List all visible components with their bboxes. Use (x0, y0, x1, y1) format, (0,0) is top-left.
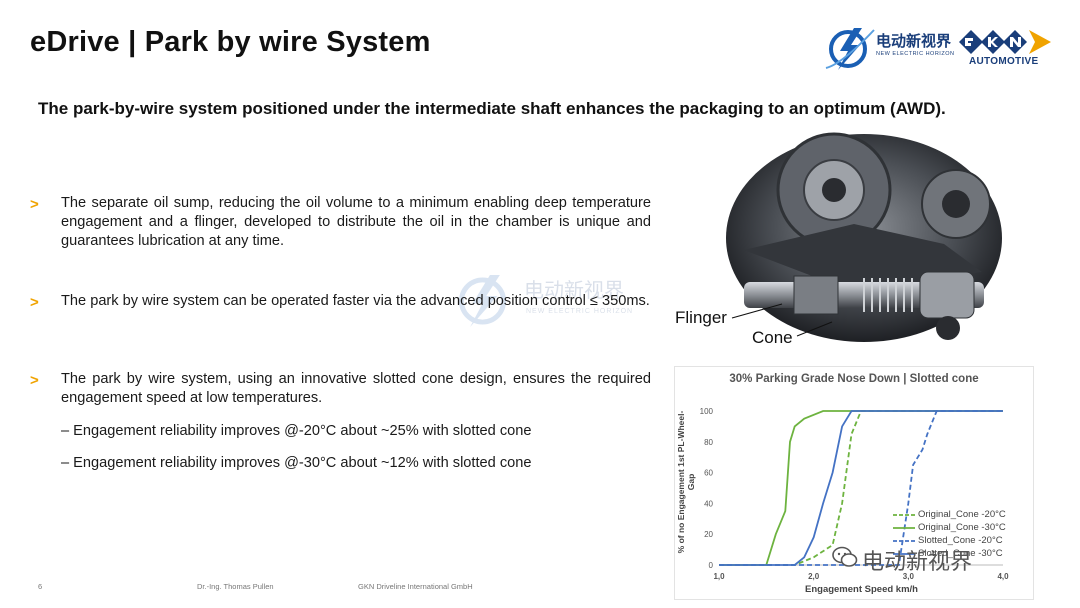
legend-label: Slotted_Cone -20°C (918, 535, 1003, 546)
legend-swatch (893, 526, 915, 529)
legend-label: Original_Cone -20°C (918, 509, 1006, 520)
lightning-logo-icon (825, 28, 875, 70)
brand-cn-name: 电动新视界 (876, 33, 952, 50)
chart-xtick-label: 1,0 (713, 572, 725, 581)
legend-entry: Original_Cone -30°C (893, 521, 1006, 534)
slide-title: eDrive | Park by wire System (30, 26, 431, 58)
gkn-logo-icon (959, 30, 1051, 54)
legend-swatch (893, 552, 915, 555)
chart-ytick-label: 20 (704, 530, 713, 539)
chart-ylabel: % of no Engagement 1st PL-Wheel-Gap (676, 410, 696, 554)
chart-xtick-label: 2,0 (808, 572, 820, 581)
footer-author: Dr.-Ing. Thomas Pullen (197, 582, 274, 591)
chart-legend: Original_Cone -20°C Original_Cone -30°C Sl… (893, 508, 1006, 560)
chart-xtick-label: 4,0 (997, 572, 1009, 581)
chart-ytick-label: 80 (704, 438, 713, 447)
footer-company: GKN Driveline International GmbH (358, 582, 473, 591)
chart-series-line-3 (719, 410, 1003, 566)
wechat-icon (832, 546, 858, 567)
bullet-text: The park by wire system, using an innova… (61, 371, 651, 406)
chart-series-line-2 (719, 410, 1003, 566)
brand-en-name: NEW ELECTRIC HORIZON (876, 51, 955, 57)
chart-xtick-label: 3,0 (903, 572, 915, 581)
chart-xlabel: Engagement Speed km/h (805, 584, 918, 595)
chart-series-line-0 (719, 410, 1003, 566)
legend-entry: Original_Cone -20°C (893, 508, 1006, 521)
sub-bullet-minus20: – Engagement reliability improves @-20°C… (61, 423, 532, 439)
brand-logos: 电动新视界 NEW ELECTRIC HORIZON AUTOMOTIVE (822, 24, 1062, 74)
slide-subtitle: The park-by-wire system positioned under… (38, 99, 946, 118)
watermark-cn: 电动新视界 (524, 280, 624, 302)
chart-series-line-1 (719, 410, 1003, 566)
chart-plot: 0 20 40 60 80 100 1,0 2,0 3,0 4,0 (700, 407, 1009, 581)
legend-label: Original_Cone -30°C (918, 522, 1006, 533)
chart-ytick-label: 0 (709, 561, 714, 570)
bullet-text: The separate oil sump, reducing the oil … (61, 195, 651, 249)
label-cone: Cone (752, 328, 793, 347)
gkn-automotive-label: AUTOMOTIVE (969, 56, 1039, 67)
bullet-position-control: > The park by wire system can be operate… (30, 292, 651, 311)
bullet-oil-sump: > The separate oil sump, reducing the oi… (30, 194, 651, 251)
watermark-en: NEW ELECTRIC HORIZON (526, 308, 634, 315)
chevron-right-icon: > (30, 294, 39, 311)
chart-title: 30% Parking Grade Nose Down | Slotted co… (729, 373, 979, 385)
bullet-text: The park by wire system can be operated … (61, 293, 650, 309)
chevron-right-icon: > (30, 372, 39, 389)
label-flinger: Flinger (675, 308, 727, 327)
legend-entry: Slotted_Cone -20°C (893, 534, 1006, 547)
legend-swatch (893, 513, 915, 516)
watermark-logo-icon (458, 274, 507, 328)
chart-ytick-label: 40 (704, 499, 713, 508)
bullet-slotted-cone: > The park by wire system, using an inno… (30, 370, 651, 408)
legend-swatch (893, 539, 915, 542)
legend-entry: Slotted_Cone -30°C (893, 547, 1006, 560)
chevron-right-icon: > (30, 196, 39, 213)
watermark-text: 电动新视界 (862, 549, 973, 574)
chart-ytick-label: 60 (704, 469, 713, 478)
legend-label: Slotted_Cone -30°C (918, 548, 1003, 559)
footer-page-number: 6 (38, 582, 43, 591)
bottom-watermark: 电动新视界 (832, 544, 973, 576)
sub-bullet-minus30: – Engagement reliability improves @-30°C… (61, 455, 532, 471)
park-by-wire-photo (726, 132, 1002, 342)
chart-ytick-label: 100 (700, 407, 714, 416)
